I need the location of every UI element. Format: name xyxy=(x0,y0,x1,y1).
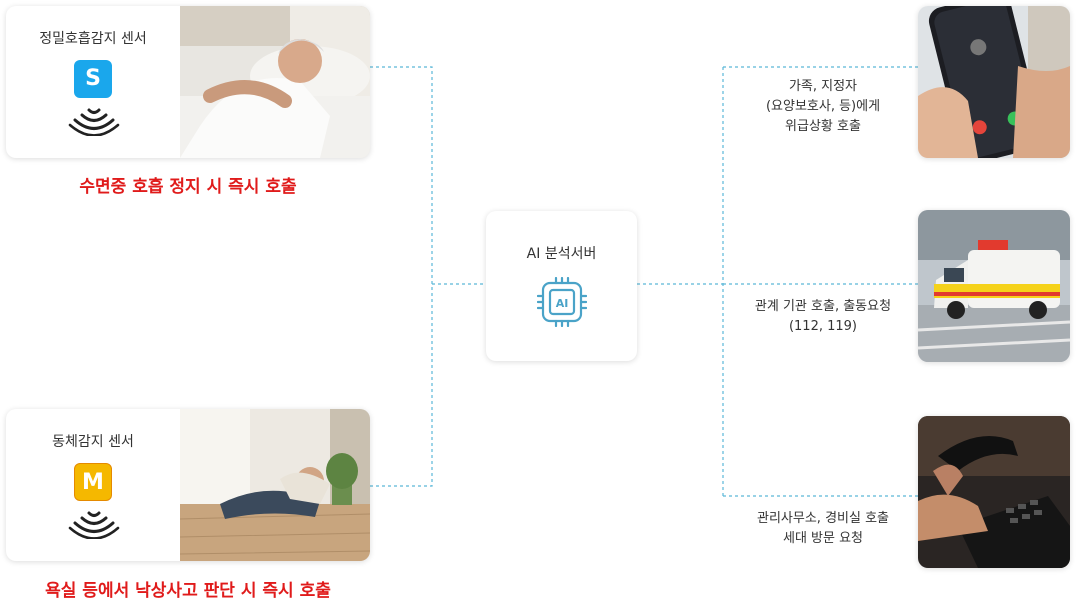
ambulance-photo xyxy=(918,210,1070,362)
sensor-badge-m: M xyxy=(74,463,112,501)
sensor-title: 동체감지 센서 xyxy=(52,434,134,450)
motion-sensor-caption: 욕실 등에서 낙상사고 판단 시 즉시 호출 xyxy=(45,581,331,601)
phone-call-photo xyxy=(918,6,1070,158)
fallen-elder-photo xyxy=(179,409,370,561)
output-label-management: 관리사무소, 경비실 호출 세대 방문 요청 xyxy=(757,511,889,546)
desk-phone-photo xyxy=(918,416,1070,568)
motion-sensor-card: 동체감지 센서 M xyxy=(6,409,370,561)
chip-label: AI xyxy=(556,297,569,310)
sensor-badge-s: S xyxy=(74,60,112,98)
breathing-sensor-card: 정밀호흡감지 센서 S xyxy=(6,6,370,158)
sleeping-elder-photo xyxy=(180,6,370,158)
server-title: AI 분석서버 xyxy=(526,246,597,262)
ai-server-card: AI 분석서버 AI xyxy=(486,211,637,361)
connector-top-sensor xyxy=(370,66,433,487)
output-label-agency: 관계 기관 호출, 출동요청 (112, 119) xyxy=(754,299,892,334)
breathing-sensor-caption: 수면중 호흡 정지 시 즉시 호출 xyxy=(79,177,297,197)
ai-chip-icon: AI xyxy=(537,277,587,327)
sensor-title: 정밀호흡감지 센서 xyxy=(39,31,147,47)
signal-wave-icon xyxy=(68,108,120,136)
signal-wave-icon xyxy=(68,511,120,539)
output-label-family: 가족, 지정자 (요양보호사, 등)에게 위급상황 호출 xyxy=(765,79,881,134)
